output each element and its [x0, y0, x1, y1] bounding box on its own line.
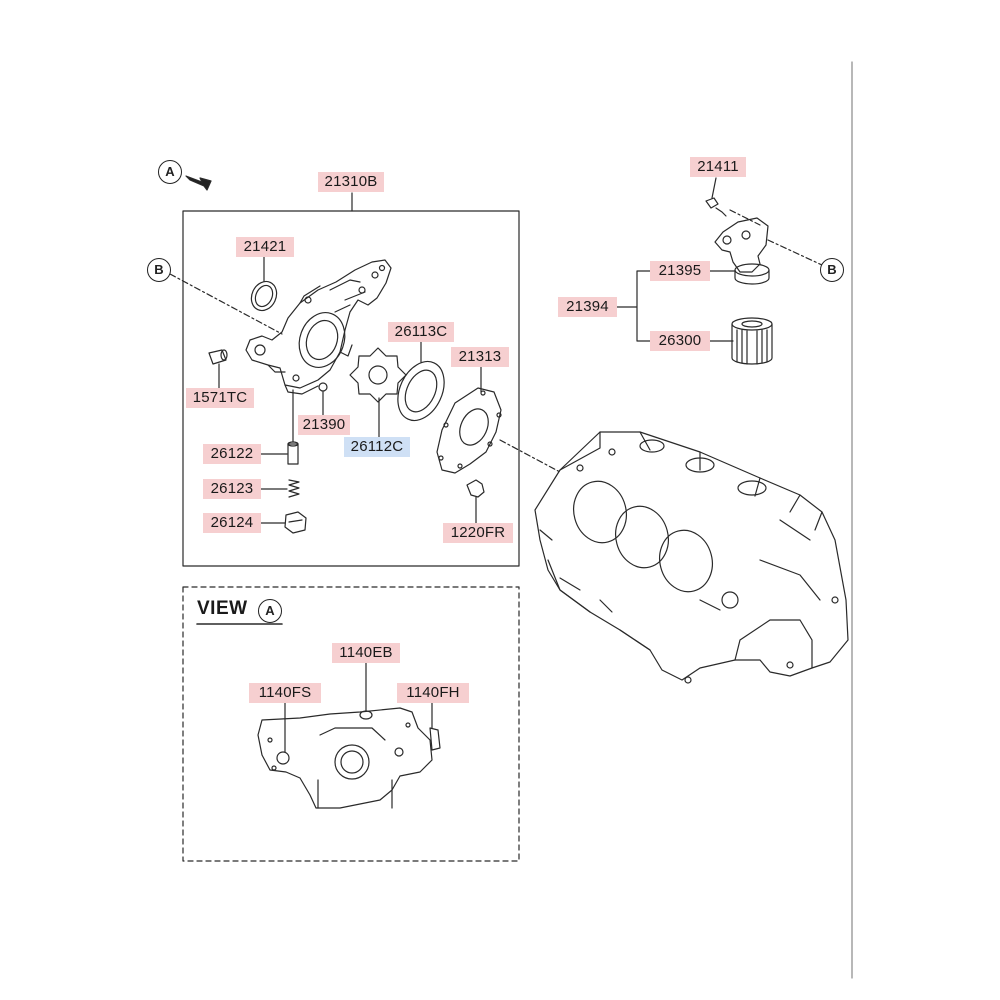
- relief-plug-26124: [284, 511, 307, 534]
- part-label-26124[interactable]: 26124: [203, 513, 261, 533]
- callout-b-left: B: [147, 258, 171, 282]
- part-label-21394[interactable]: 21394: [558, 297, 617, 317]
- view-arrow-icon: [185, 175, 212, 191]
- relief-spring-26123: [288, 479, 300, 498]
- bracket-21394: [616, 270, 736, 342]
- part-label-26122[interactable]: 26122: [203, 444, 261, 464]
- part-label-21390[interactable]: 21390: [298, 415, 350, 435]
- leader-21411: [711, 177, 717, 199]
- part-label-26123[interactable]: 26123: [203, 479, 261, 499]
- view-a-box: [182, 586, 520, 862]
- part-label-1571TC[interactable]: 1571TC: [186, 388, 254, 408]
- screw-1220fr: [466, 479, 485, 498]
- part-label-1140FH[interactable]: 1140FH: [397, 683, 469, 703]
- part-label-26300[interactable]: 26300: [650, 331, 710, 351]
- block-ref-line: [499, 439, 561, 473]
- part-label-21310B[interactable]: 21310B: [318, 172, 384, 192]
- part-label-26113C[interactable]: 26113C: [388, 322, 454, 342]
- callout-a-top: A: [158, 160, 182, 184]
- b-ref-line-left: [169, 273, 283, 335]
- filter-adapter: [705, 197, 770, 285]
- part-label-21313[interactable]: 21313: [451, 347, 509, 367]
- plug-1571tc: [208, 349, 228, 365]
- part-label-21411[interactable]: 21411: [690, 157, 746, 177]
- part-label-1140EB[interactable]: 1140EB: [332, 643, 400, 663]
- oil-seal-21421: [250, 280, 278, 312]
- part-label-21421[interactable]: 21421: [236, 237, 294, 257]
- o-ring-21390: [318, 382, 328, 392]
- outer-rotor-26113c: [397, 360, 445, 422]
- part-label-26112C[interactable]: 26112C: [344, 437, 410, 457]
- oil-pump-cover: [245, 259, 392, 395]
- part-label-21395[interactable]: 21395: [650, 261, 710, 281]
- b-ref-line-right: [767, 239, 823, 266]
- engine-block: [534, 431, 849, 684]
- callout-a-view: A: [258, 599, 282, 623]
- adapter-axis-line: [729, 209, 761, 226]
- view-title: VIEW: [197, 598, 248, 619]
- inner-rotor-26112c: [349, 347, 407, 403]
- callout-b-right: B: [820, 258, 844, 282]
- relief-plunger-26122: [287, 441, 299, 465]
- oil-pump-assembly-box: [182, 210, 520, 567]
- view-a-pump: [257, 707, 441, 809]
- part-label-1140FS[interactable]: 1140FS: [249, 683, 321, 703]
- oil-filter: [731, 317, 773, 365]
- cover-plate-21313: [436, 387, 502, 474]
- part-label-1220FR[interactable]: 1220FR: [443, 523, 513, 543]
